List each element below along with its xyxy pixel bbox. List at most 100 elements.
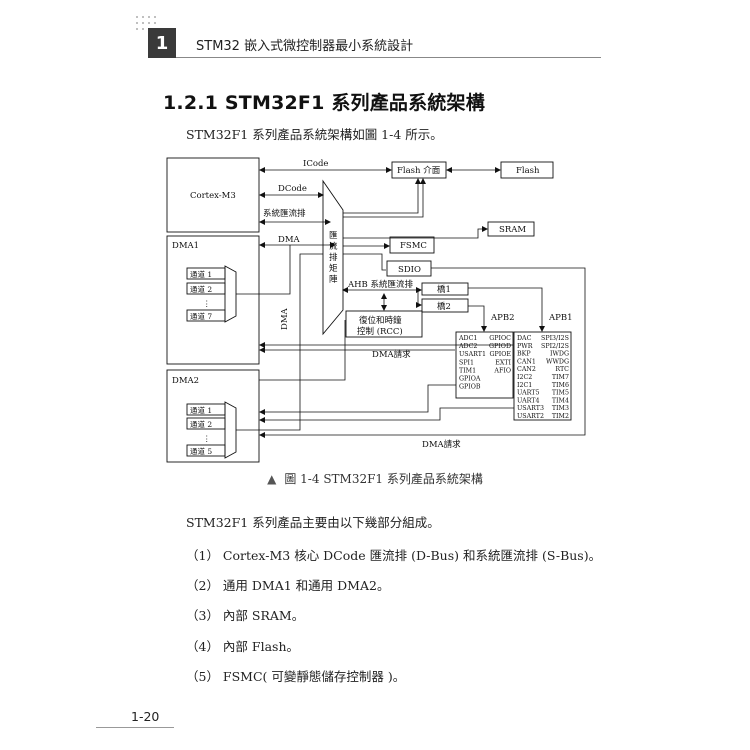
dma1-arbiter — [224, 265, 237, 323]
peripheral-label: USART2 — [517, 413, 544, 420]
peripheral-label: I2C2 — [517, 374, 532, 381]
sbus-label: 系統匯流排 — [263, 208, 306, 219]
running-title: STM32 嵌入式微控制器最小系統設計 — [196, 39, 414, 54]
svg-text:排: 排 — [329, 252, 338, 263]
bridge2-label: 橋2 — [437, 301, 451, 312]
triangle-marker-icon: ▲ — [267, 472, 277, 486]
dma-request-label-1: DMA請求 — [372, 349, 411, 360]
rcc-label-line2: 控制 (RCC) — [357, 326, 403, 337]
peripheral-label: TIM5 — [552, 390, 569, 397]
icode-label: ICode — [303, 159, 328, 169]
bus-matrix-label: 匯 流 排 矩 陣 — [329, 231, 338, 285]
apb1-peripheral-list-left: DACPWRBKPCAN1CAN2I2C2I2C1UART5UART4USART… — [517, 335, 544, 420]
dma1-title: DMA1 — [172, 241, 199, 251]
peripheral-label: UART4 — [517, 397, 540, 404]
svg-text:流: 流 — [329, 241, 338, 252]
sdio-box — [386, 260, 432, 277]
peripheral-label: BKP — [517, 351, 531, 358]
peripheral-label: CAN1 — [517, 358, 536, 365]
peripheral-label: TIM4 — [552, 397, 569, 404]
dma2-title: DMA2 — [172, 376, 199, 386]
rcc-box — [345, 310, 423, 338]
flash-box — [500, 161, 554, 179]
fsmc-label: FSMC — [400, 241, 427, 251]
rcc-label-line1: 復位和時鐘 — [359, 315, 402, 326]
dma-vertical-label: DMA — [280, 307, 290, 330]
peripheral-label: SPI1 — [459, 359, 474, 366]
peripheral-label: I2C1 — [517, 382, 532, 389]
svg-text:匯: 匯 — [329, 231, 338, 241]
peripheral-label: USART1 — [459, 351, 486, 358]
dcode-label: DCode — [278, 184, 307, 194]
list-item: （4） 內部 Flash。 — [186, 639, 299, 654]
peripheral-label: UART5 — [517, 390, 540, 397]
peripheral-label: ADC1 — [458, 335, 477, 342]
svg-text:陣: 陣 — [329, 274, 338, 285]
dma1-channel-1-label: 通道 1 — [190, 269, 212, 279]
section-title: 1.2.1 STM32F1 系列產品系統架構 — [163, 92, 485, 114]
peripheral-label: PWR — [517, 343, 533, 350]
bridge1-box — [421, 282, 469, 296]
figure-caption: ▲ 圖 1-4 STM32F1 系列產品系統架構 — [0, 470, 750, 487]
peripheral-label: SPI3/I2S — [541, 335, 569, 342]
intro-paragraph: STM32F1 系列產品系統架構如圖 1-4 所示。 — [186, 127, 443, 142]
dma2-channel-1-label: 通道 1 — [190, 405, 212, 415]
bridge1-label: 橋1 — [437, 284, 451, 295]
chapter-number-badge: 1 — [148, 28, 176, 58]
peripheral-label: GPIOB — [459, 384, 481, 391]
body-paragraph: STM32F1 系列產品主要由以下幾部分組成。 — [186, 515, 440, 530]
flash-interface-label: Flash 介面 — [397, 166, 441, 176]
footer-rule — [96, 727, 174, 728]
peripheral-label: SPI2/I2S — [541, 343, 569, 350]
apb2-label: APB2 — [490, 313, 515, 323]
apb1-label: APB1 — [548, 313, 573, 323]
peripheral-label: GPIOE — [489, 351, 511, 358]
apb1-peripheral-list-right: SPI3/I2SSPI2/I2SIWDGWWDGRTCTIM7TIM6TIM5T… — [541, 335, 569, 420]
sram-label: SRAM — [499, 225, 526, 235]
figure-caption-text: 圖 1-4 STM32F1 系列產品系統架構 — [284, 472, 483, 486]
peripheral-label: TIM6 — [552, 382, 569, 389]
list-item: （1） Cortex-M3 核心 DCode 匯流排 (D-Bus) 和系統匯流… — [186, 548, 602, 563]
dma2-block — [166, 369, 260, 463]
list-item: （5） FSMC( 可變靜態儲存控制器 )。 — [186, 669, 406, 684]
dma2-channel-2-label: 通道 2 — [190, 419, 212, 429]
sdio-label: SDIO — [398, 265, 421, 275]
system-architecture-diagram: Cortex-M3 ICode DCode 系統匯流排 DMA DMA 匯 流 … — [166, 157, 586, 463]
dma1-channel-2-label: 通道 2 — [190, 284, 212, 294]
peripheral-label: CAN2 — [517, 366, 536, 373]
peripheral-label: USART3 — [517, 405, 544, 412]
ahb-bus-label: AHB 系統匯流排 — [347, 279, 413, 290]
peripheral-label: GPIOA — [459, 376, 481, 383]
apb1-peripheral-box — [513, 331, 572, 421]
peripheral-label: IWDG — [550, 351, 569, 358]
peripheral-label: EXTI — [495, 359, 511, 366]
list-item: （2） 通用 DMA1 和通用 DMA2。 — [186, 578, 390, 593]
peripheral-label: DAC — [517, 335, 532, 342]
peripheral-label: WWDG — [546, 358, 569, 365]
page-number: 1-20 — [131, 709, 160, 724]
dma1-block — [166, 235, 260, 365]
dma2-arbiter — [224, 401, 237, 459]
peripheral-label: RTC — [555, 366, 569, 373]
dma-request-label-2: DMA請求 — [422, 439, 461, 450]
dma1-channel-7-label: 通道 7 — [190, 311, 212, 321]
peripheral-label: AFIO — [493, 367, 511, 374]
peripheral-label: TIM3 — [552, 405, 569, 412]
peripheral-label: GPIOD — [489, 343, 511, 350]
peripheral-label: ADC2 — [458, 343, 477, 350]
dma2-channel-5-label: 通道 5 — [190, 446, 212, 456]
peripheral-label: GPIOC — [489, 335, 511, 342]
list-item: （3） 內部 SRAM。 — [186, 608, 305, 623]
bridge2-box — [421, 298, 469, 313]
header-rule — [176, 57, 601, 58]
dma-bus-label: DMA — [278, 235, 301, 245]
apb2-peripheral-box — [455, 331, 514, 399]
peripheral-label: TIM7 — [552, 374, 569, 381]
flash-label: Flash — [516, 166, 540, 176]
dma2-ellipsis: ⋮ — [203, 434, 211, 443]
fsmc-box — [389, 236, 435, 254]
dma1-ellipsis: ⋮ — [203, 299, 211, 308]
svg-text:矩: 矩 — [329, 263, 338, 274]
